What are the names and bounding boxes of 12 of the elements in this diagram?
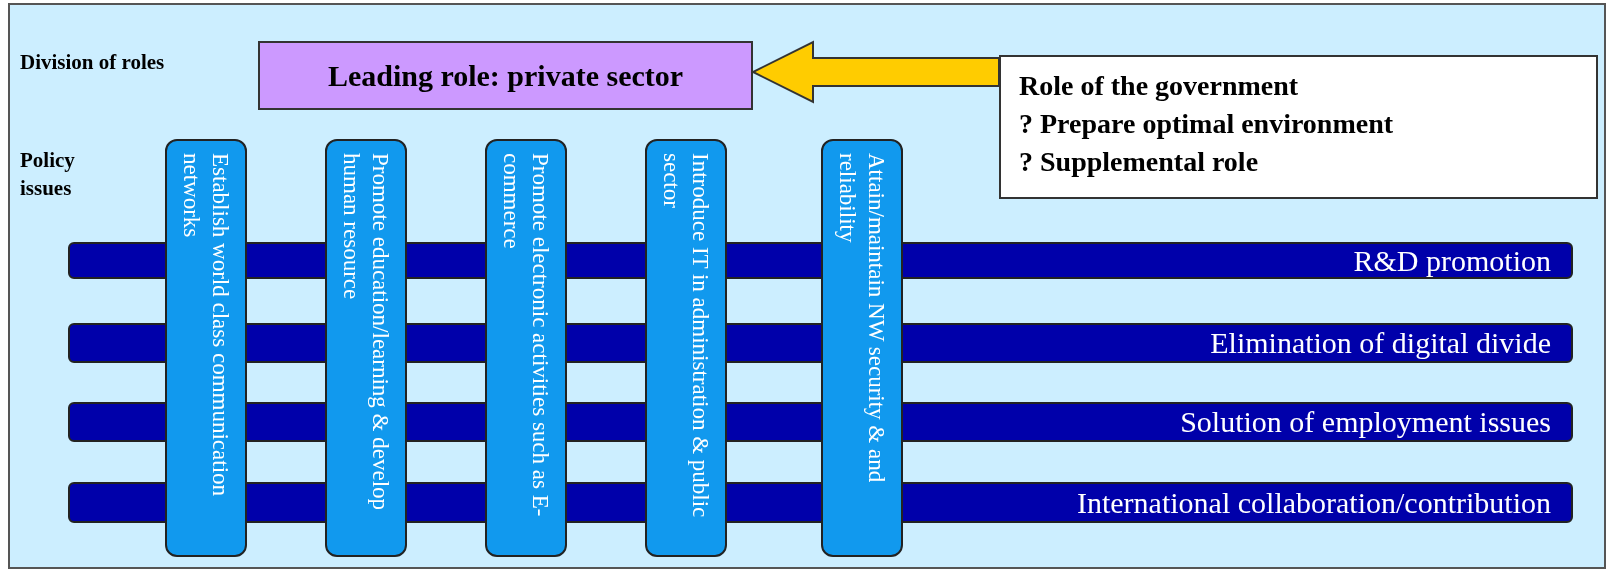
policy-pillar: Promote electronic activities such as E-commerce: [485, 139, 567, 557]
policy-pillar: Attain/maintain NW security & and reliability: [821, 139, 903, 557]
policy-pillar: Establish world class communication networks: [165, 139, 247, 557]
role-box: Leading role: private sector: [258, 41, 753, 110]
row-label: Policy issues: [20, 147, 76, 202]
block-arrow: [750, 40, 1000, 104]
heading-text: Role of the government: [1019, 69, 1300, 103]
bullet-text: ? Prepare optimal environment: [1019, 107, 1395, 141]
note-box: [999, 55, 1598, 199]
bullet-text: ? Supplemental role: [1019, 145, 1260, 179]
row-label: Division of roles: [20, 49, 166, 76]
policy-pillar: Introduce IT in administration & public sector: [645, 139, 727, 557]
